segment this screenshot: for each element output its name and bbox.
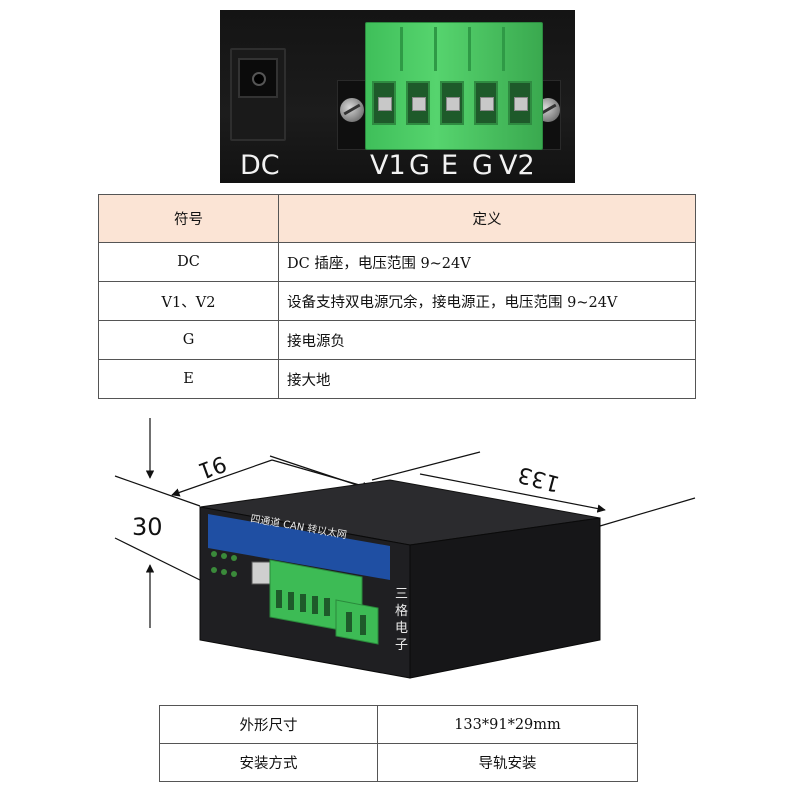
table-row: E 接大地 xyxy=(98,359,696,399)
front-blue-panel xyxy=(208,514,390,580)
cell-symbol: G xyxy=(98,320,279,360)
table-row: 安装方式 导轨安装 xyxy=(159,743,638,782)
spec-table: 外形尺寸 133*91*29mm 安装方式 导轨安装 xyxy=(159,705,638,782)
terminal-block xyxy=(365,22,543,150)
ethernet-port-icon xyxy=(251,561,271,585)
table-header-row: 符号 定义 xyxy=(98,194,696,243)
spec-label: 外形尺寸 xyxy=(159,705,378,744)
status-led-icons xyxy=(211,551,237,577)
label-dc: DC xyxy=(240,150,280,181)
left-screw-icon xyxy=(340,98,364,122)
connector-photo: DC V1 G E G V2 xyxy=(220,10,575,183)
header-symbol: 符号 xyxy=(98,194,279,243)
device-illustration xyxy=(114,418,696,679)
cell-definition: DC 插座，电压范围 9~24V xyxy=(278,242,696,282)
header-definition: 定义 xyxy=(278,194,696,243)
cell-symbol: V1、V2 xyxy=(98,281,279,321)
brand-char-4: 子 xyxy=(395,638,409,653)
cell-definition: 设备支持双电源冗余，接电源正，电压范围 9~24V xyxy=(278,281,696,321)
dimension-height: 30 xyxy=(132,513,163,541)
definition-table: 符号 定义 DC DC 插座，电压范围 9~24V V1、V2 设备支持双电源冗… xyxy=(98,194,696,399)
label-g1: G xyxy=(409,150,430,181)
cell-symbol: E xyxy=(98,359,279,399)
label-e: E xyxy=(441,150,459,181)
brand-char-1: 三 xyxy=(395,587,409,602)
spec-label: 安装方式 xyxy=(159,743,378,782)
brand-char-3: 电 xyxy=(395,621,409,636)
cell-definition: 接电源负 xyxy=(278,320,696,360)
terminal-block-green xyxy=(269,559,379,645)
brand-char-2: 格 xyxy=(395,604,409,619)
dc-jack xyxy=(230,48,286,141)
label-g2: G xyxy=(472,150,493,181)
spec-value: 导轨安装 xyxy=(377,743,638,782)
cell-symbol: DC xyxy=(98,242,279,282)
cell-definition: 接大地 xyxy=(278,359,696,399)
device-dimension-drawing: 91 133 30 四通道 CAN 转以太网 三 格 电 子 xyxy=(100,410,710,695)
spec-value: 133*91*29mm xyxy=(377,705,638,744)
table-row: 外形尺寸 133*91*29mm xyxy=(159,705,638,744)
label-v1: V1 xyxy=(370,150,406,181)
dimension-lines xyxy=(114,418,696,628)
table-row: V1、V2 设备支持双电源冗余，接电源正，电压范围 9~24V xyxy=(98,281,696,321)
table-row: DC DC 插座，电压范围 9~24V xyxy=(98,242,696,282)
table-row: G 接电源负 xyxy=(98,320,696,360)
label-v2: V2 xyxy=(499,150,535,181)
